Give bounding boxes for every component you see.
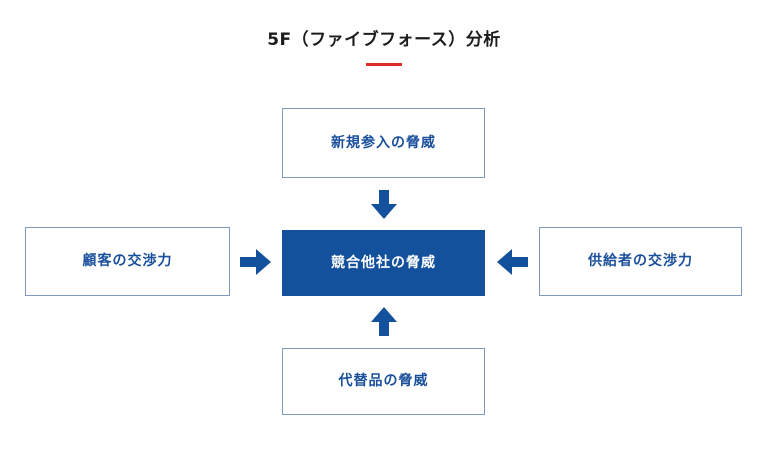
node-bargaining-power-of-buyers[interactable]: 顧客の交渉力 [25,227,230,296]
node-label: 代替品の脅威 [338,373,429,390]
node-label: 供給者の交渉力 [588,253,693,270]
node-threat-of-substitutes[interactable]: 代替品の脅威 [282,348,485,415]
arrow-down-icon [371,190,397,219]
arrow-left-icon [497,249,528,275]
page-title: 5F（ファイブフォース）分析 [267,30,501,50]
arrow-up-icon [371,307,397,336]
node-label: 新規参入の脅威 [331,134,436,151]
diagram-title-block: 5F（ファイブフォース）分析 [0,30,768,66]
arrow-right-icon [240,249,271,275]
node-bargaining-power-of-suppliers[interactable]: 供給者の交渉力 [539,227,742,296]
node-threat-of-new-entrants[interactable]: 新規参入の脅威 [282,108,485,178]
title-accent-underline [366,63,402,66]
node-competitive-rivalry[interactable]: 競合他社の脅威 [282,230,485,296]
node-label: 顧客の交渉力 [82,253,173,270]
node-label: 競合他社の脅威 [331,254,436,271]
